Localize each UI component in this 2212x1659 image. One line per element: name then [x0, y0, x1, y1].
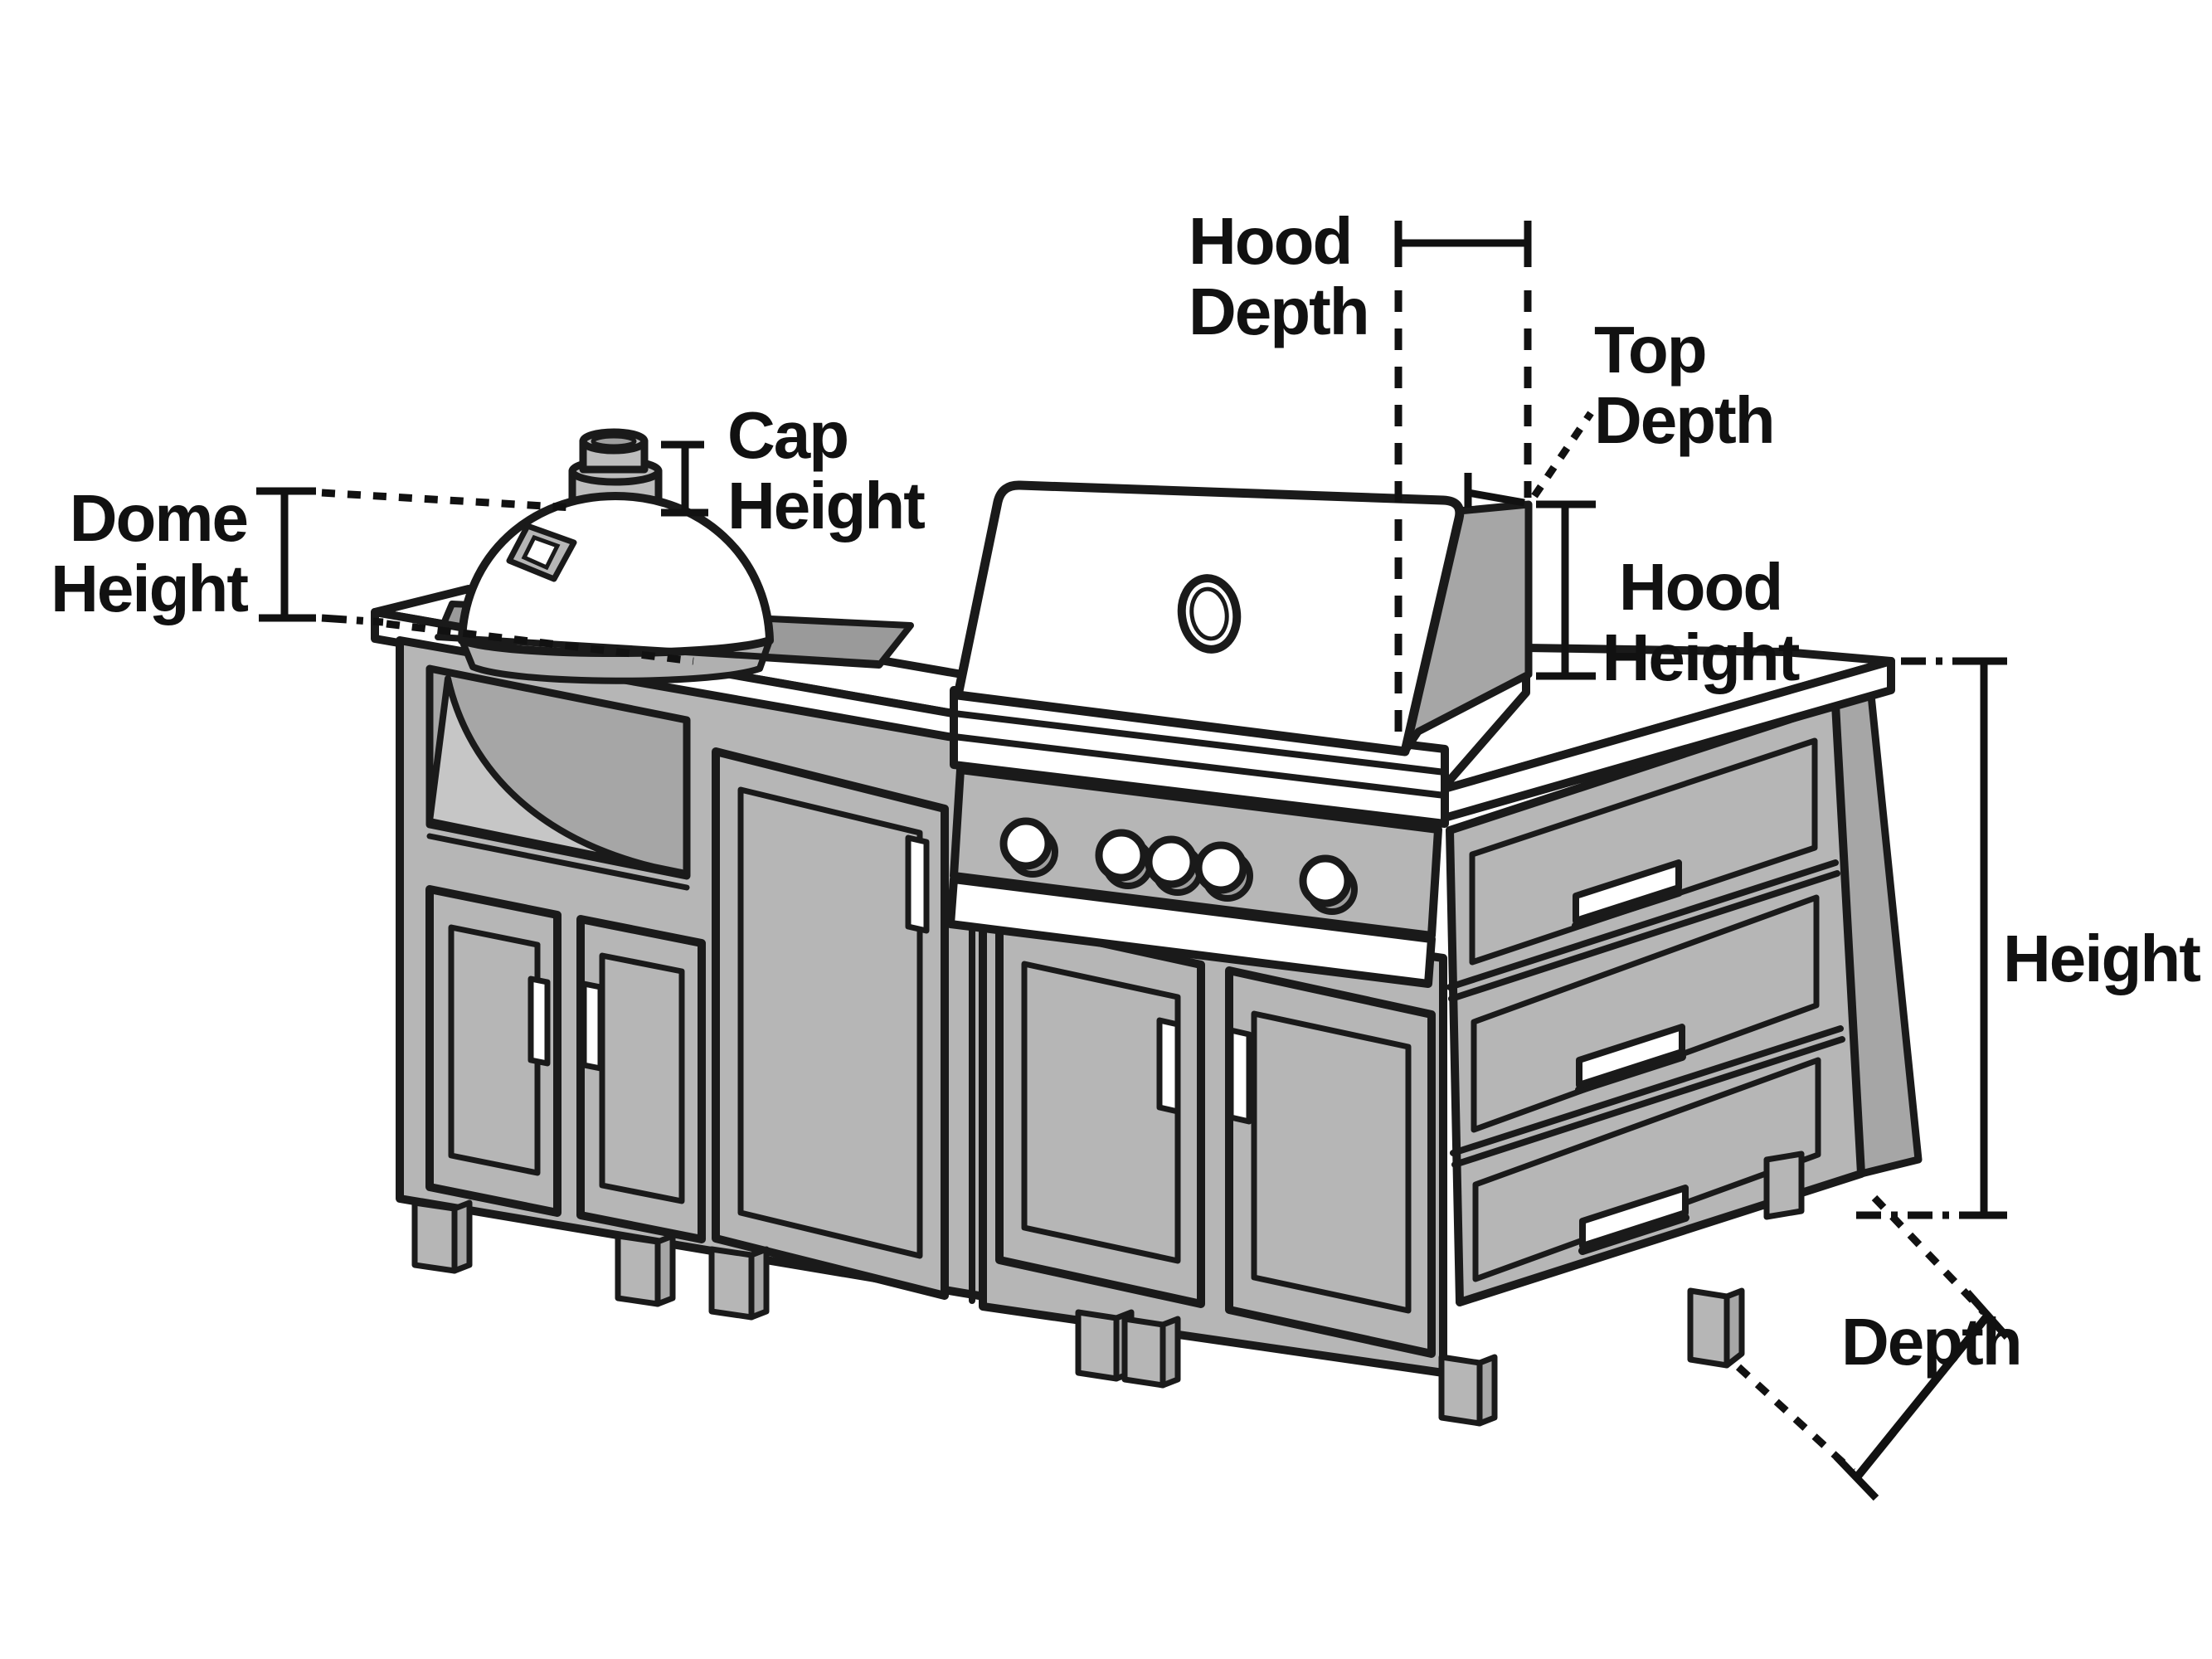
- top-depth-label-line1: Top: [1594, 313, 1706, 387]
- top-depth-label-line2: Depth: [1594, 383, 1774, 457]
- hood-height-label-line2: Height: [1602, 620, 1800, 694]
- grill-drip-tray-band: [946, 875, 1436, 988]
- hood-height-label-line1: Hood: [1619, 550, 1782, 624]
- tall-door: [712, 747, 949, 1300]
- cap-height-label-line1: Cap: [727, 398, 848, 472]
- grill-knobs: [999, 817, 1358, 915]
- top-depth-leader: [1531, 411, 1594, 499]
- grill-cabinet-leg-1: [1075, 1309, 1120, 1382]
- drawer-front-1: [1469, 737, 1818, 966]
- hood-depth-label-line1: Hood: [1189, 204, 1351, 278]
- drawer-front-3: [1472, 1057, 1821, 1282]
- depth-label: Depth: [1841, 1305, 2021, 1379]
- dome-base-leader: [321, 614, 384, 626]
- dome-top-leader: [321, 489, 573, 512]
- dim-hood-depth: [1394, 221, 1532, 748]
- dim-cap-height: [661, 440, 708, 517]
- depth-back-leader: [1871, 1194, 1987, 1316]
- grill-door-right-handle: [1228, 1027, 1252, 1125]
- grill-hood-emblem: [1177, 574, 1242, 654]
- dim-depth: [1735, 1194, 2010, 1501]
- kamado-cap-vent-hole: [591, 434, 637, 449]
- grill-door-left-handle: [1156, 1017, 1181, 1115]
- left-cabinet-leg-3: [708, 1246, 755, 1321]
- dome-height-label-line2: Height: [51, 552, 248, 625]
- grill-knob-3: [1145, 835, 1198, 888]
- right-cabinet-front-leg: [1687, 1287, 1730, 1369]
- gas-grill: [946, 480, 1533, 1427]
- grill-door-right: [1225, 966, 1436, 1358]
- small-door-left-handle: [527, 975, 551, 1067]
- kamado-belly: [426, 675, 685, 876]
- height-label: Height: [2003, 922, 2200, 995]
- tall-door-handle: [905, 834, 930, 934]
- small-door-right: [576, 915, 706, 1243]
- dome-vent-slot: [521, 534, 561, 571]
- dome-height-label-line1: Dome: [70, 481, 247, 555]
- hood-depth-label-line2: Depth: [1189, 275, 1369, 348]
- small-door-left: [425, 885, 562, 1217]
- left-cabinet: [371, 428, 1048, 1321]
- dim-height: [1856, 657, 2007, 1219]
- grill-cabinet-leg-2: [1121, 1316, 1166, 1389]
- grill-knob-1: [999, 817, 1053, 870]
- left-cabinet-leg-1: [411, 1199, 458, 1274]
- right-cabinet-back-leg: [1763, 1151, 1805, 1220]
- kamado-dome: [458, 492, 774, 657]
- grill-knob-2: [1095, 829, 1148, 882]
- drawer-handle-3: [1579, 1185, 1689, 1249]
- drawer-handle-2: [1576, 1024, 1685, 1088]
- depth-front-leader: [1735, 1364, 1856, 1475]
- small-door-right-handle: [581, 980, 604, 1072]
- drawer-front-2: [1471, 894, 1820, 1133]
- cap-height-label-line2: Height: [727, 469, 925, 542]
- right-cabinet: [1437, 644, 1923, 1369]
- grill-cabinet-leg-3: [1438, 1354, 1483, 1427]
- dim-top-depth: [1464, 411, 1594, 508]
- grill-knob-4: [1194, 841, 1247, 894]
- dim-dome-height: [256, 487, 694, 665]
- drawer-handle-1: [1573, 859, 1682, 924]
- left-cabinet-leg-2: [615, 1233, 661, 1307]
- grill-knob-5: [1299, 854, 1352, 907]
- dim-hood-height: [1536, 500, 1596, 680]
